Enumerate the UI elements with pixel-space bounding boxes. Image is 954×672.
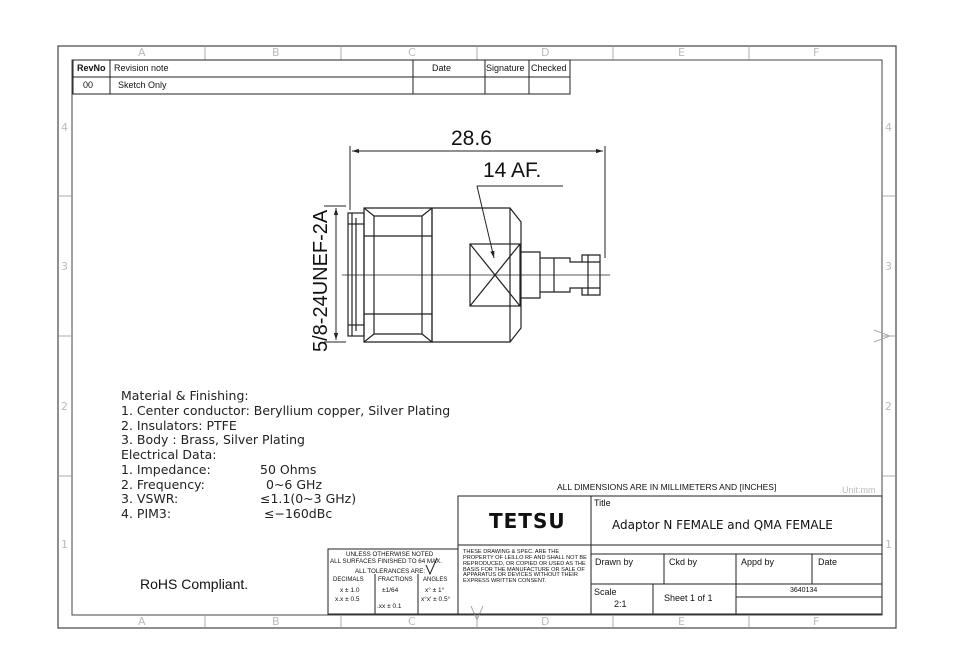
part-number: 3640134: [790, 587, 818, 594]
rev-header-checked: Checked: [531, 63, 567, 73]
zone-right-3: 3: [885, 260, 892, 273]
appd-by-label: Appd by: [741, 557, 775, 567]
material-line-3: 3. Body : Brass, Silver Plating: [121, 432, 305, 447]
zone-bottom-f: F: [813, 615, 820, 628]
drawn-by-label: Drawn by: [595, 557, 634, 567]
revision-table-lines: [72, 59, 571, 95]
zone-top-a: A: [138, 46, 146, 59]
tol-decimal-3: .xx ± 0.1: [377, 603, 402, 610]
zone-right-4: 4: [885, 121, 892, 134]
tol-decimal-1: x ± 1.0: [340, 587, 360, 594]
electrical-value-1: 50 Ohms: [260, 462, 317, 477]
zone-top-e: E: [678, 46, 685, 59]
title-block-lines: [327, 495, 883, 615]
dim-thread: 5/8-24UNEF-2A: [310, 209, 332, 352]
tol-decimal-2: x.x ± 0.5: [335, 596, 360, 603]
scale-value: 2:1: [614, 599, 627, 609]
tol-line-1: UNLESS OTHERWISE NOTED: [346, 551, 434, 558]
electrical-label-4: 4. PIM3:: [121, 506, 172, 521]
tol-header-decimals: DECIMALS: [333, 577, 364, 583]
electrical-value-4: ≤−160dBc: [264, 506, 333, 521]
date-label: Date: [818, 557, 838, 567]
tol-header-fractions: FRACTIONS: [378, 577, 413, 583]
zone-bottom-e: E: [678, 615, 685, 628]
title-label: Title: [594, 498, 611, 508]
material-line-2: 2. Insulators: PTFE: [121, 418, 237, 433]
dims-note: ALL DIMENSIONS ARE IN MILLIMETERS AND [I…: [557, 482, 777, 492]
zone-left-1: 1: [61, 538, 68, 551]
electrical-label-2: 2. Frequency:: [121, 477, 205, 492]
rev-header-note: Revision note: [114, 63, 169, 73]
zone-right-2: 2: [885, 400, 892, 413]
zone-left-3: 3: [61, 260, 68, 273]
center-mark-right: [873, 329, 892, 343]
ckd-by-label: Ckd by: [669, 557, 698, 567]
dimension-lines: [324, 146, 606, 343]
center-mark-bottom: [470, 605, 484, 622]
electrical-value-3: ≤1.1(0~3 GHz): [260, 491, 357, 506]
zone-left-2: 2: [61, 400, 68, 413]
connector-outline: [342, 207, 610, 343]
electrical-label-1: 1. Impedance:: [121, 462, 211, 477]
rev-row-revno: 00: [83, 80, 94, 90]
electrical-value-2: 0~6 GHz: [266, 477, 322, 492]
drawing-title: Adaptor N FEMALE and QMA FEMALE: [612, 518, 833, 532]
sheet-count: Sheet 1 of 1: [664, 593, 713, 603]
tol-fraction-1: ±1/64: [382, 587, 399, 594]
dim-length: 28.6: [451, 127, 492, 150]
scale-label: Scale: [594, 587, 617, 597]
electrical-label-3: 3. VSWR:: [121, 491, 179, 506]
material-line-1: 1. Center conductor: Beryllium copper, S…: [121, 403, 451, 418]
dim-hex: 14 AF.: [483, 159, 542, 182]
rev-header-date: Date: [432, 63, 452, 73]
zone-bottom-b: B: [272, 615, 280, 628]
tol-angle-2: x°x' ± 0.5°: [421, 596, 451, 603]
zone-top-d: D: [541, 46, 550, 59]
rev-header-signature: Signature: [486, 63, 525, 73]
zone-bottom-c: C: [408, 615, 416, 628]
rev-header-revno: RevNo: [77, 63, 106, 73]
rev-row-note: Sketch Only: [118, 80, 167, 90]
zone-right-1: 1: [885, 538, 892, 551]
zone-ticks: [58, 46, 896, 628]
unit-label: Unit:mm: [842, 485, 876, 495]
zone-top-b: B: [272, 46, 280, 59]
tol-line-2: ALL SURFACES FINISHED TO 64 MAX.: [330, 558, 442, 565]
zone-top-f: F: [813, 46, 820, 59]
zone-left-4: 4: [61, 121, 68, 134]
tol-line-3: ALL TOLERANCES ARE:: [355, 568, 426, 575]
tol-header-angles: ANGLES: [423, 577, 448, 583]
material-heading: Material & Finishing:: [121, 388, 249, 403]
rohs-note: RoHS Compliant.: [140, 576, 249, 592]
zone-bottom-d: D: [541, 615, 550, 628]
zone-top-c: C: [408, 46, 416, 59]
tol-angle-1: x° ± 1°: [425, 587, 445, 594]
company-name: TETSU: [489, 509, 566, 533]
electrical-heading: Electrical Data:: [121, 447, 217, 462]
property-note: THESE DRAWING & SPEC. ARE THE PROPERTY O…: [463, 549, 587, 585]
zone-bottom-a: A: [138, 615, 146, 628]
